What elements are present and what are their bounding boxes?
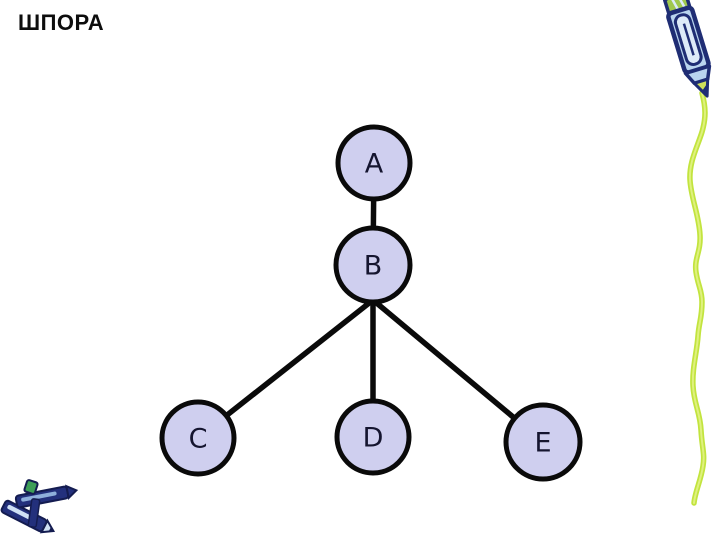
slide-title: ШПОРА: [18, 10, 105, 35]
wavy-line-highlight: [688, 92, 706, 504]
tree-node-label-C: C: [189, 424, 208, 455]
tree-node-D: D: [334, 398, 412, 476]
tree-node-circle-C: [159, 399, 237, 477]
tree-node-label-A: A: [365, 149, 384, 180]
tree-node-C: C: [159, 399, 237, 477]
crayon-body-streak: [682, 23, 695, 56]
crayon-tip-point: [702, 84, 709, 96]
tree-node-label-D: D: [363, 423, 384, 454]
tree-node-circle-D: [334, 398, 412, 476]
tree-node-E: E: [503, 402, 583, 482]
tree-node-A: A: [335, 124, 413, 202]
tree-node-label-E: E: [534, 428, 551, 459]
tree-node-label-B: B: [364, 251, 383, 282]
tree-node-B: B: [333, 225, 413, 305]
crayon-tip: [692, 77, 710, 98]
crossed-crayons-green-nib: [23, 479, 39, 495]
tree-node-circle-A: [335, 124, 413, 202]
tree-nodes: A B C D E: [159, 124, 583, 482]
tree-node-circle-B: [333, 225, 413, 305]
crossed-crayon-upper: [14, 484, 79, 509]
crayon-cap-stripes: [670, 0, 686, 11]
tree-node-circle-E: [503, 402, 583, 482]
crossed-crayons-center-piece: [27, 498, 41, 528]
